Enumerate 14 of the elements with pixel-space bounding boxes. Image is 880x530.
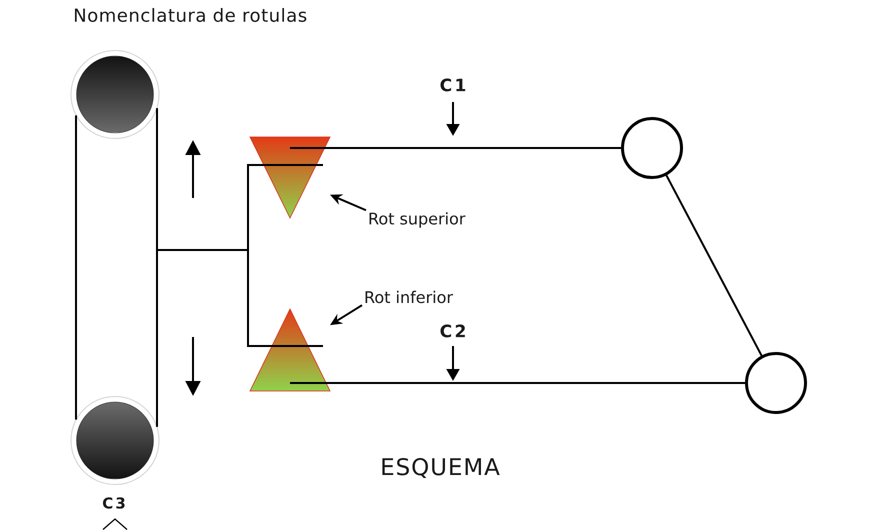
strut-drawing bbox=[70, 50, 160, 485]
callout-label: Rot superior bbox=[370, 212, 466, 228]
pivot-circle bbox=[621, 117, 683, 179]
caption: ESQUEMA bbox=[382, 458, 500, 478]
link-line bbox=[290, 147, 621, 149]
link-line bbox=[157, 249, 323, 347]
callout-label: Rot inferior bbox=[366, 290, 453, 304]
link-line bbox=[290, 382, 745, 384]
pivot-circle bbox=[745, 352, 807, 414]
link-line bbox=[666, 174, 762, 356]
force-label: C2 bbox=[440, 324, 465, 338]
title: Nomenclatura de rotulas bbox=[74, 8, 306, 22]
force-label: C1 bbox=[440, 78, 466, 92]
force-label: C3 bbox=[102, 497, 125, 509]
